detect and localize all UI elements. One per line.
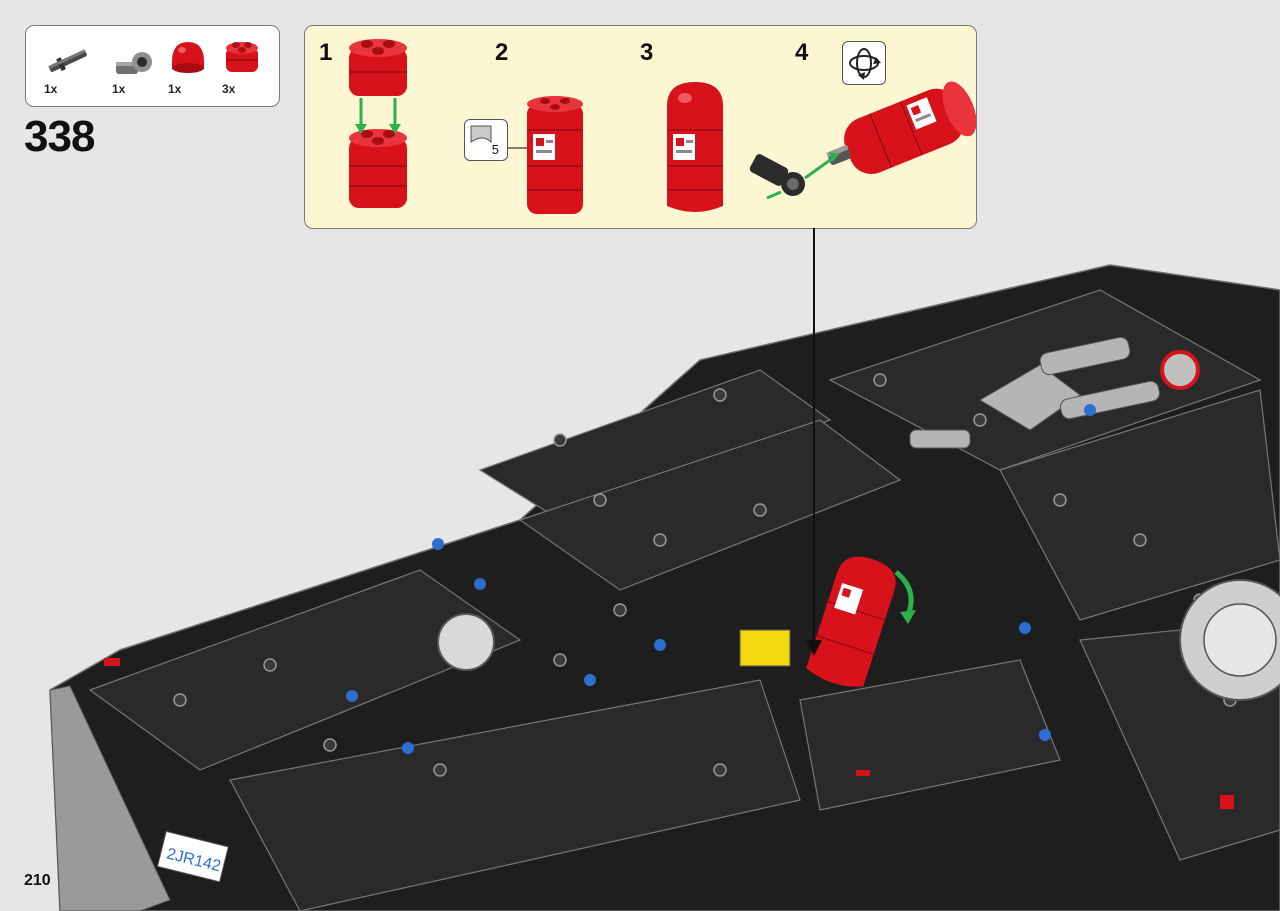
step-number: 338	[24, 112, 95, 161]
part-quantity: 1x	[168, 82, 182, 96]
sub-step-number: 2	[495, 39, 509, 66]
green-arrow-icon	[355, 98, 401, 134]
sticker-number: 5	[491, 142, 499, 157]
fire-extinguisher-icon	[667, 82, 723, 212]
round-brick-icon	[226, 42, 258, 72]
sub-step-number: 3	[640, 39, 654, 66]
page-number: 210	[24, 872, 51, 889]
sub-assembly-callout: 1 2 3 4	[304, 25, 977, 229]
sub-step-number: 1	[319, 39, 333, 66]
callout-illustration	[349, 39, 976, 214]
part-quantity: 1x	[44, 82, 58, 96]
rotate-badge	[842, 41, 886, 85]
part-quantity: 3x	[222, 82, 236, 96]
sub-step-number: 4	[795, 39, 809, 66]
axle-with-stop-icon	[48, 49, 87, 72]
parts-list-item-connector: 1x	[112, 36, 162, 106]
axle-connector-icon	[116, 52, 152, 74]
part-quantity: 1x	[112, 82, 126, 96]
license-plate: 2JR142	[156, 830, 229, 883]
round-brick-dome-icon	[172, 42, 204, 73]
extinguisher-with-connector-icon	[749, 81, 976, 200]
parts-list-item-round-brick: 3x	[222, 36, 272, 106]
round-brick-stack-icon	[349, 39, 407, 208]
blue-pins	[346, 404, 1096, 754]
parts-list-item-dome: 1x	[168, 36, 218, 106]
parts-list-item-axle: 1x	[44, 36, 94, 106]
round-brick-stack-with-sticker-icon	[505, 96, 583, 214]
sticker-icon	[470, 125, 492, 144]
parts-list: 1x 1x 1x 3x	[25, 25, 280, 107]
installed-fire-extinguisher-icon	[806, 556, 896, 687]
rotate-model-icon	[849, 48, 881, 80]
sticker-badge: 5	[464, 119, 508, 161]
